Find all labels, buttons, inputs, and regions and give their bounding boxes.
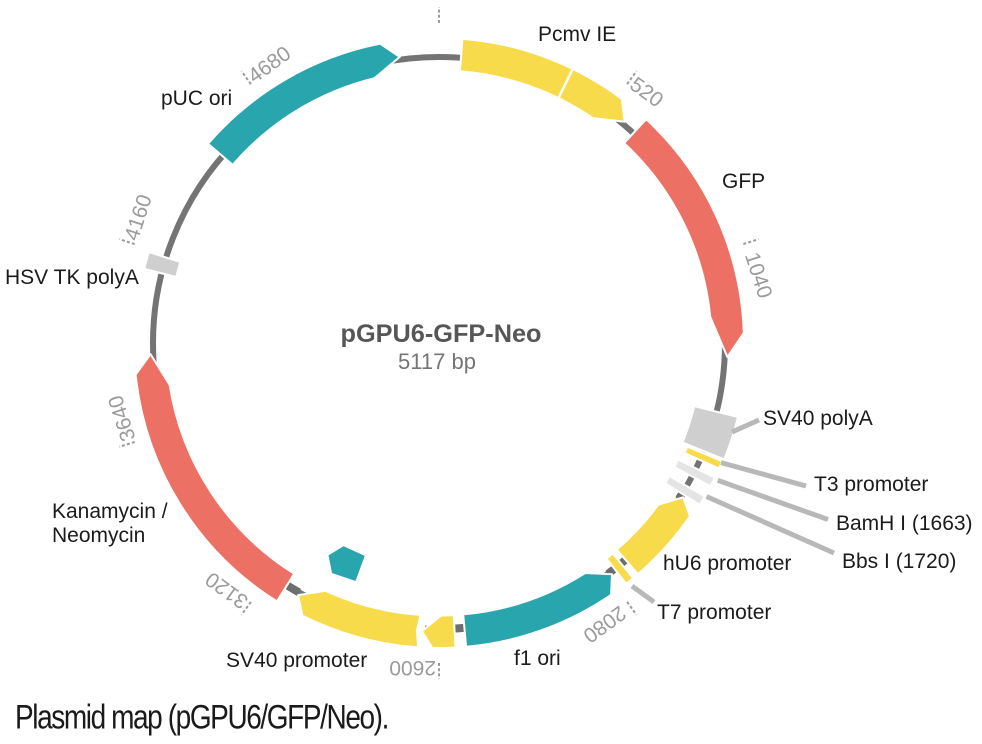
svg-text:Pcmv IE: Pcmv IE (538, 23, 616, 46)
svg-text:Neomycin: Neomycin (52, 524, 145, 547)
svg-text:pUC ori: pUC ori (161, 87, 232, 110)
svg-text:HSV TK polyA: HSV TK polyA (5, 266, 139, 289)
svg-text:hU6 promoter: hU6 promoter (663, 552, 791, 575)
svg-text:f1 ori: f1 ori (514, 647, 561, 670)
svg-text:T7 promoter: T7 promoter (657, 601, 771, 624)
svg-text:pGPU6-GFP-Neo: pGPU6-GFP-Neo (341, 320, 542, 348)
svg-text:Bbs I (1720): Bbs I (1720) (842, 550, 956, 573)
svg-text:5117 bp: 5117 bp (398, 349, 476, 374)
svg-text:Kanamycin /: Kanamycin / (52, 500, 168, 523)
svg-text:BamH I (1663): BamH I (1663) (836, 512, 973, 535)
svg-text:T3 promoter: T3 promoter (814, 473, 928, 496)
svg-text:SV40 polyA: SV40 polyA (763, 407, 873, 430)
svg-text:2600: 2600 (389, 656, 436, 679)
svg-text:Plasmid map (pGPU6/GFP/Neo).: Plasmid map (pGPU6/GFP/Neo). (15, 698, 388, 736)
svg-text:GFP: GFP (722, 170, 765, 193)
svg-text:SV40 promoter: SV40 promoter (226, 649, 367, 672)
